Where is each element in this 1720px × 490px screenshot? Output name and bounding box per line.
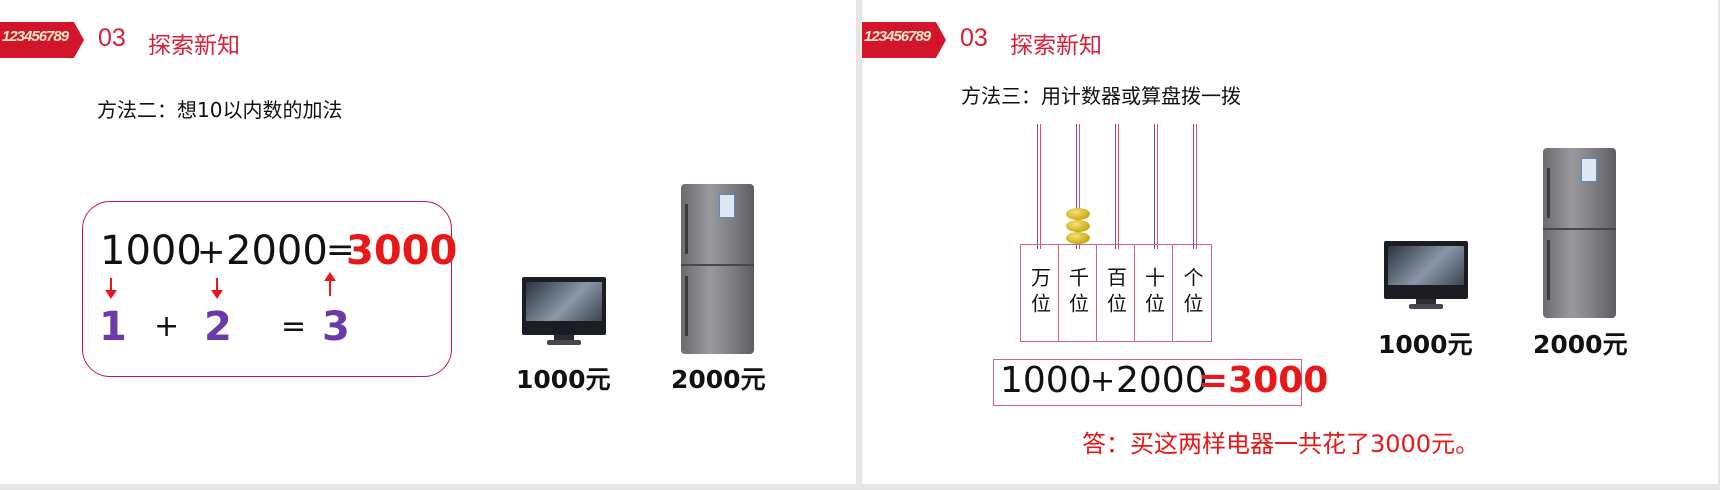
abacus-bead <box>1066 220 1090 232</box>
arrow-down-icon <box>105 278 117 299</box>
abacus-rod-shi <box>1154 124 1158 249</box>
small-addend-b: 2 <box>204 304 232 350</box>
fridge-icon <box>1543 148 1616 318</box>
addend-b: 2000 <box>226 228 328 274</box>
plus-sign: + <box>197 232 226 272</box>
place-bai: 百位 <box>1097 245 1135 341</box>
small-result: 3 <box>322 304 350 350</box>
abacus-rod-bai <box>1115 124 1119 249</box>
fridge-price: 2000元 <box>671 365 766 394</box>
place-shi: 十位 <box>1135 245 1173 341</box>
slide-method-three: 123456789 03 探索新知 方法三：用计数器或算盘拨一拨 万位 千位 百… <box>862 0 1718 484</box>
equals-sign: = <box>326 230 355 270</box>
section-number: 03 <box>98 24 126 52</box>
method-heading: 方法三：用计数器或算盘拨一拨 <box>961 84 1241 108</box>
badge-digits: 123456789 <box>2 28 69 45</box>
place-qian: 千位 <box>1059 245 1097 341</box>
abacus-bead <box>1066 232 1090 244</box>
slide-method-two: 123456789 03 探索新知 方法二：想10以内数的加法 1000 + 2… <box>0 0 856 484</box>
arrow-down-icon <box>211 278 223 299</box>
addend-a: 1000 <box>1000 360 1092 401</box>
equation-box <box>82 201 452 377</box>
abacus-rod-qian <box>1076 124 1080 249</box>
tv-price: 1000元 <box>516 365 611 394</box>
fridge-icon <box>681 184 754 354</box>
place-value-table: 万位 千位 百位 十位 个位 <box>1020 244 1212 342</box>
place-wan: 万位 <box>1021 245 1059 341</box>
section-number: 03 <box>960 24 988 52</box>
small-plus: + <box>154 309 180 344</box>
arrow-up-icon <box>324 272 336 296</box>
badge-digits: 123456789 <box>864 28 931 45</box>
small-addend-a: 1 <box>99 304 127 350</box>
place-ge: 个位 <box>1180 267 1204 319</box>
small-equals: = <box>281 309 307 344</box>
abacus-rod-wan <box>1037 124 1041 249</box>
tv-icon <box>522 277 606 345</box>
tv-icon <box>1384 241 1468 309</box>
tv-price: 1000元 <box>1378 330 1473 359</box>
fridge-price: 2000元 <box>1533 330 1628 359</box>
sum-result: =3000 <box>1198 360 1329 401</box>
number-badge: 123456789 <box>0 22 84 58</box>
abacus-rod-ge <box>1193 124 1197 249</box>
section-title: 探索新知 <box>1010 33 1102 59</box>
addend-a: 1000 <box>100 228 202 274</box>
sum-result: 3000 <box>346 228 458 274</box>
answer-text: 答：买这两样电器一共花了3000元。 <box>1082 430 1480 458</box>
abacus-bead <box>1066 208 1090 220</box>
section-title: 探索新知 <box>148 33 240 59</box>
equation-box <box>993 359 1302 406</box>
plus-sign: + <box>1090 364 1116 399</box>
method-heading: 方法二：想10以内数的加法 <box>97 98 343 122</box>
addend-b: 2000 <box>1116 360 1208 401</box>
number-badge: 123456789 <box>862 22 946 58</box>
